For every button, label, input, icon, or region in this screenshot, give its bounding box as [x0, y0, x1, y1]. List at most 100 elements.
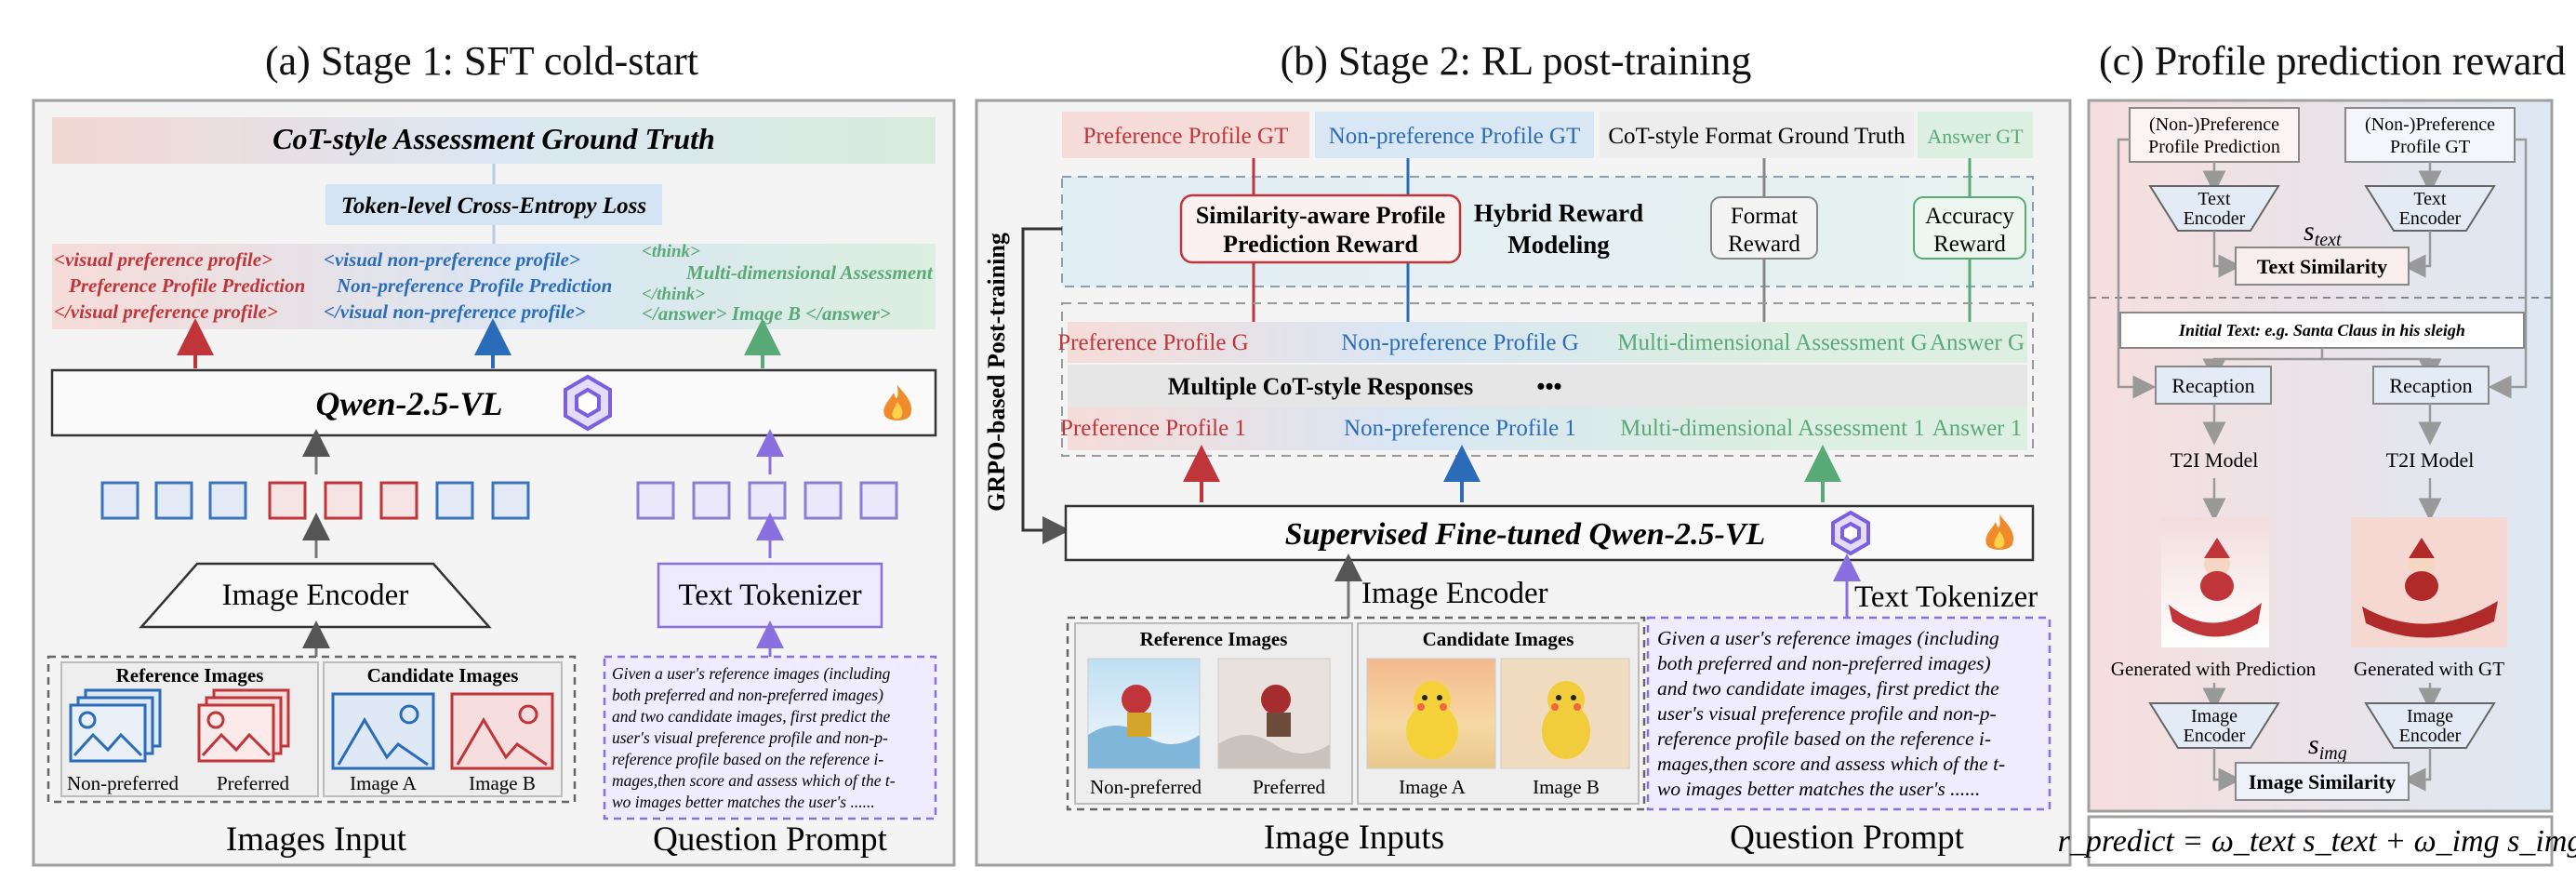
text-encoder-pred: [2148, 185, 2280, 232]
image-similarity-box: [2235, 762, 2410, 801]
ref-images-label-a: Reference Images: [116, 664, 264, 687]
prompt-b-line-2: and two candidate images, first predict …: [1657, 677, 1999, 700]
image-encoder-gt-line-1: Encoder: [2399, 726, 2462, 746]
qwen-model-label: Qwen-2.5-VL: [316, 385, 503, 422]
image-similarity-label: Image Similarity: [2249, 770, 2396, 793]
label-image-a-a: Image A: [350, 772, 418, 794]
recaption-gt: [2372, 366, 2490, 405]
out-red-2: </visual preference profile>: [54, 300, 278, 323]
recaption-pred: [2155, 366, 2272, 405]
row-g-answer: Answer G: [1930, 330, 2025, 355]
t2i-gt-label: T2I Model: [2386, 448, 2475, 472]
accuracy-reward-line-1: Reward: [1933, 232, 2006, 257]
qwen-logo-icon: [564, 374, 612, 432]
prompt-a-line-2: and two candidate images, first predict …: [612, 707, 890, 726]
format-reward-line-0: Format: [1731, 204, 1798, 229]
prompt-b-line-1: both preferred and non-preferred images): [1657, 652, 1991, 674]
panel-c-title: (c) Profile prediction reward: [2099, 38, 2566, 84]
gt-banner-text: CoT-style Assessment Ground Truth: [272, 122, 715, 155]
row-g-assessment: Multi-dimensional Assessment G: [1617, 330, 1927, 355]
panel-a: (a) Stage 1: SFT cold-start CoT-style As…: [32, 38, 956, 867]
label-preferred-b: Preferred: [1253, 776, 1326, 798]
response-row-g: [1068, 322, 2027, 363]
images-input-caption: Images Input: [226, 820, 407, 859]
candidate-pikachu-a-image: [1366, 658, 1496, 769]
image-tokens: [100, 481, 530, 520]
gt-header-non-preference: Non-preference Profile GT: [1329, 124, 1581, 149]
hybrid-reward-line-0: Hybrid Reward: [1474, 199, 1643, 227]
panel-a-title: (a) Stage 1: SFT cold-start: [265, 38, 698, 84]
accuracy-reward-box: [1913, 196, 2026, 260]
cand-images-label-b: Candidate Images: [1423, 628, 1574, 650]
ref-images-label-b: Reference Images: [1140, 628, 1288, 650]
fire-icon: [883, 385, 912, 420]
cand-images-label-a: Candidate Images: [367, 664, 519, 687]
out-red-1: Preference Profile Prediction: [68, 274, 305, 297]
gt-header-answer: Answer GT: [1927, 125, 2024, 148]
sft-qwen-model-box: [1064, 504, 2035, 562]
recaption-gt-label: Recaption: [2389, 374, 2472, 397]
qwen-logo-icon-b: [1831, 510, 1870, 556]
s-text-symbol: stext: [2304, 216, 2342, 250]
gt-box: [2344, 107, 2516, 163]
image-encoder-gt-c: [2364, 702, 2496, 749]
prompt-a-line-1: both preferred and non-preferred images): [612, 686, 883, 704]
accuracy-reward-line-0: Accuracy: [1925, 204, 2014, 229]
loss-label: Token-level Cross-Entropy Loss: [341, 193, 646, 219]
santa-gt-image: [2351, 517, 2507, 647]
image-a-icon: [331, 692, 435, 770]
question-prompt-box-b: [1646, 616, 2052, 811]
text-tokenizer-label-b: Text Tokenizer: [1854, 580, 2038, 614]
response-row-1: [1068, 407, 2027, 450]
text-encoder-gt: [2364, 185, 2496, 232]
prompt-b-line-6: wo images better matches the user's ....…: [1657, 778, 1980, 800]
output-tokens: [52, 244, 936, 329]
prediction-box: [2129, 107, 2300, 163]
out-green-3: </answer> Image B </answer>: [642, 302, 891, 325]
format-reward-box: [1710, 196, 1818, 260]
prompt-b-line-0: Given a user's reference images (includi…: [1657, 627, 1999, 649]
text-similarity-label: Text Similarity: [2257, 255, 2387, 278]
gt-banner: [52, 117, 936, 164]
image-encoder-label: Image Encoder: [222, 579, 409, 612]
label-image-b-a: Image B: [469, 772, 536, 794]
text-encoder-pred-line-0: Text: [2198, 189, 2231, 209]
similarity-reward-box: [1179, 193, 1462, 264]
santa-prediction-image: [2161, 517, 2269, 647]
responses-region: [1061, 302, 2034, 457]
question-prompt-caption-a: Question Prompt: [653, 820, 888, 859]
initial-text-label: Initial Text: e.g. Santa Claus in his sl…: [2178, 321, 2465, 340]
gt-header-preference: Preference Profile GT: [1083, 124, 1289, 149]
text-tokenizer-label: Text Tokenizer: [678, 579, 861, 612]
sft-qwen-model-label: Supervised Fine-tuned Qwen-2.5-VL: [1285, 517, 1766, 552]
prediction-box-line-1: Profile Prediction: [2148, 137, 2280, 157]
row-1-preference: Preference Profile 1: [1060, 416, 1246, 441]
label-non-preferred-b: Non-preferred: [1090, 776, 1202, 798]
out-blue-1: Non-preference Profile Prediction: [336, 274, 612, 297]
out-red-0: <visual preference profile>: [54, 248, 272, 271]
panel-b-title: (b) Stage 2: RL post-training: [1281, 38, 1752, 84]
label-preferred-a: Preferred: [217, 772, 290, 794]
recaption-pred-label: Recaption: [2171, 374, 2254, 397]
t2i-pred-label: T2I Model: [2171, 448, 2259, 472]
image-encoder-gt-line-0: Image: [2407, 706, 2453, 727]
image-encoder-pred-line-0: Image: [2191, 706, 2237, 727]
row-1-answer: Answer 1: [1932, 416, 2023, 441]
reward-formula: r_predict = ω_text s_text + ω_img s_img: [2058, 824, 2576, 859]
gt-box-line-0: (Non-)Preference: [2365, 114, 2495, 135]
question-prompt-caption-b: Question Prompt: [1730, 819, 1965, 857]
grpo-label: GRPO-based Post-training: [983, 233, 1010, 512]
text-encoder-gt-line-1: Encoder: [2399, 208, 2462, 229]
qwen-model-box: [50, 368, 937, 437]
text-encoder-gt-line-0: Text: [2413, 189, 2447, 209]
image-inputs-group: [1066, 616, 1646, 811]
generated-gt-label: Generated with GT: [2354, 658, 2504, 680]
out-green-1: Multi-dimensional Assessment: [685, 261, 934, 284]
panel-c: (c) Profile prediction reward (Non-)Pref…: [2058, 38, 2576, 867]
label-image-a-b: Image A: [1399, 776, 1467, 798]
similarity-reward-line-1: Prediction Reward: [1223, 231, 1418, 258]
out-blue-0: <visual non-preference profile>: [324, 248, 580, 271]
preferred-images-icon: [197, 688, 290, 763]
prompt-a-line-0: Given a user's reference images (includi…: [612, 664, 891, 683]
